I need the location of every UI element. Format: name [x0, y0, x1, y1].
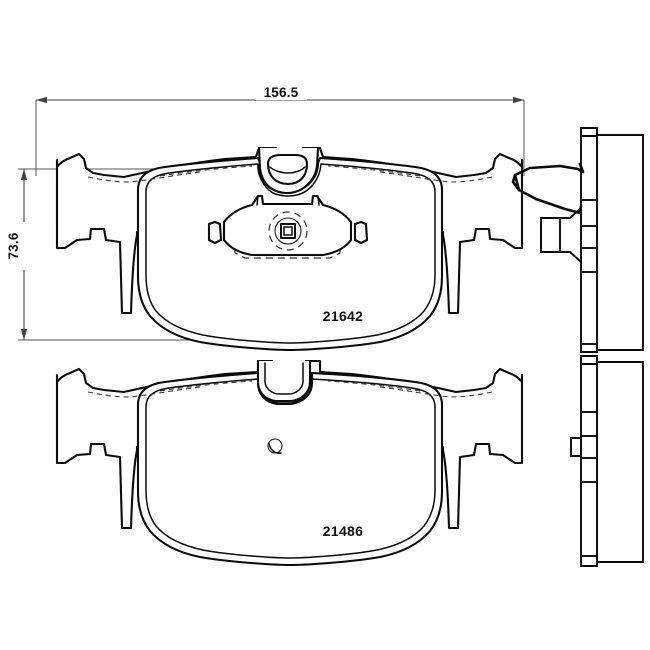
lower-part-number-backdrop — [312, 520, 374, 540]
dimension-arrow-top — [20, 169, 28, 180]
dimension-label-backdrop-width — [255, 84, 307, 100]
horizontal-dimension-group: 156.5 — [35, 84, 525, 176]
dimension-arrow-left — [36, 96, 47, 104]
lower-pad-left-wear-dash — [159, 380, 253, 392]
shim-left-slot — [207, 220, 223, 245]
shim-tab-right — [317, 195, 320, 206]
side-lower-top-cap — [580, 355, 598, 365]
side-upper-top-cap — [580, 127, 598, 137]
shim-right-slot — [353, 220, 369, 245]
shim-tab-left — [256, 195, 259, 206]
upper-part-number-backdrop — [312, 305, 374, 325]
upper-pad-notch-shadow — [269, 166, 306, 174]
height-dimension-label: 73.6 — [6, 232, 21, 259]
upper-pad-left-wear-dash — [159, 165, 253, 177]
lower-brake-pad: 21486 — [55, 359, 524, 567]
dimension-label-backdrop-height — [10, 222, 26, 270]
upper-pad-notch-inner-cup — [266, 153, 309, 186]
center-boss-circle — [274, 217, 302, 245]
lower-pad-part-number: 21486 — [323, 523, 363, 539]
lower-pad-center-slot — [256, 359, 312, 403]
center-square-pin — [279, 222, 297, 240]
lower-pad-right-wear-dash — [327, 380, 421, 392]
center-square-pin-inner — [283, 226, 293, 236]
wear-sensor-wire-clip — [511, 162, 585, 215]
side-lower-friction-block — [596, 361, 644, 563]
dimension-arrow-bottom — [20, 329, 28, 340]
side-retaining-pin — [540, 205, 582, 265]
dimension-arrow-right — [513, 96, 524, 104]
upper-pad-chamfer-line — [145, 163, 436, 344]
upper-pad-center-detail — [207, 194, 369, 259]
center-boss-hidden-circle — [268, 211, 308, 251]
upper-pad-part-number: 21642 — [323, 308, 363, 324]
lower-pad-center-slot-inner — [264, 362, 304, 395]
side-upper-friction-block — [596, 134, 644, 351]
upper-pad-right-ear-hidden-edge — [379, 171, 493, 183]
side-edge-view — [511, 127, 644, 567]
lower-pad-locating-hole-arc — [268, 442, 282, 454]
lower-pad-right-ear-hidden-edge — [379, 386, 493, 398]
upper-brake-pad: 21642 — [55, 146, 524, 352]
wear-sensor-wire-return — [513, 173, 521, 192]
width-dimension-label: 156.5 — [264, 85, 299, 100]
side-lower-backing-plate — [580, 355, 598, 567]
upper-pad-right-wear-dash — [327, 165, 421, 177]
side-lower-lug — [570, 437, 582, 457]
side-upper-backing-plate — [580, 127, 598, 353]
upper-pad-left-ear-hidden-edge — [87, 171, 201, 183]
lower-pad-left-ear-hidden-edge — [87, 386, 201, 398]
